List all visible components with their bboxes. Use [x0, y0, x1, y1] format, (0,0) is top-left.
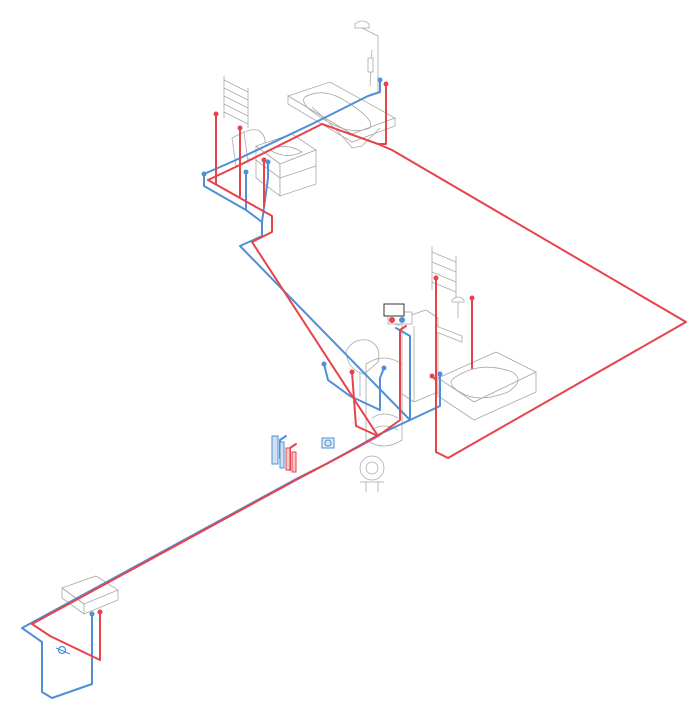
cold-branch-upper-bath: [203, 79, 381, 175]
hot-heater-out: [377, 325, 407, 437]
washbasin-icon: [255, 133, 317, 197]
pump-group: [383, 303, 405, 323]
bathtub-icon: [437, 351, 537, 421]
tap-markers: [89, 77, 475, 617]
manifold-icon: [271, 435, 297, 473]
cold-lower-basin: [379, 367, 385, 411]
filter-unit: [321, 437, 335, 449]
hot-main-line: [31, 435, 379, 661]
hot-upper-loop: [377, 143, 687, 459]
hot-upper-bath: [207, 83, 387, 181]
shower-icon: [354, 20, 379, 92]
towel-rail-icon: [223, 76, 249, 128]
cold-wc-upper: [261, 161, 269, 223]
cold-water-network: [21, 79, 441, 699]
toilet-icon: [345, 339, 380, 396]
cold-main-riser: [41, 641, 93, 699]
hot-lower-basin: [351, 371, 379, 437]
upper-bathroom: [223, 20, 396, 197]
cold-main-line: [21, 419, 411, 643]
meter-icon: [359, 455, 385, 492]
inlet-valve: [55, 645, 71, 655]
shower-icon: [451, 296, 465, 318]
cold-lower-bath: [409, 373, 441, 421]
hot-branch-upper-link: [207, 179, 379, 437]
hot-water-network: [31, 83, 687, 661]
cold-lower-toilet: [323, 363, 381, 411]
